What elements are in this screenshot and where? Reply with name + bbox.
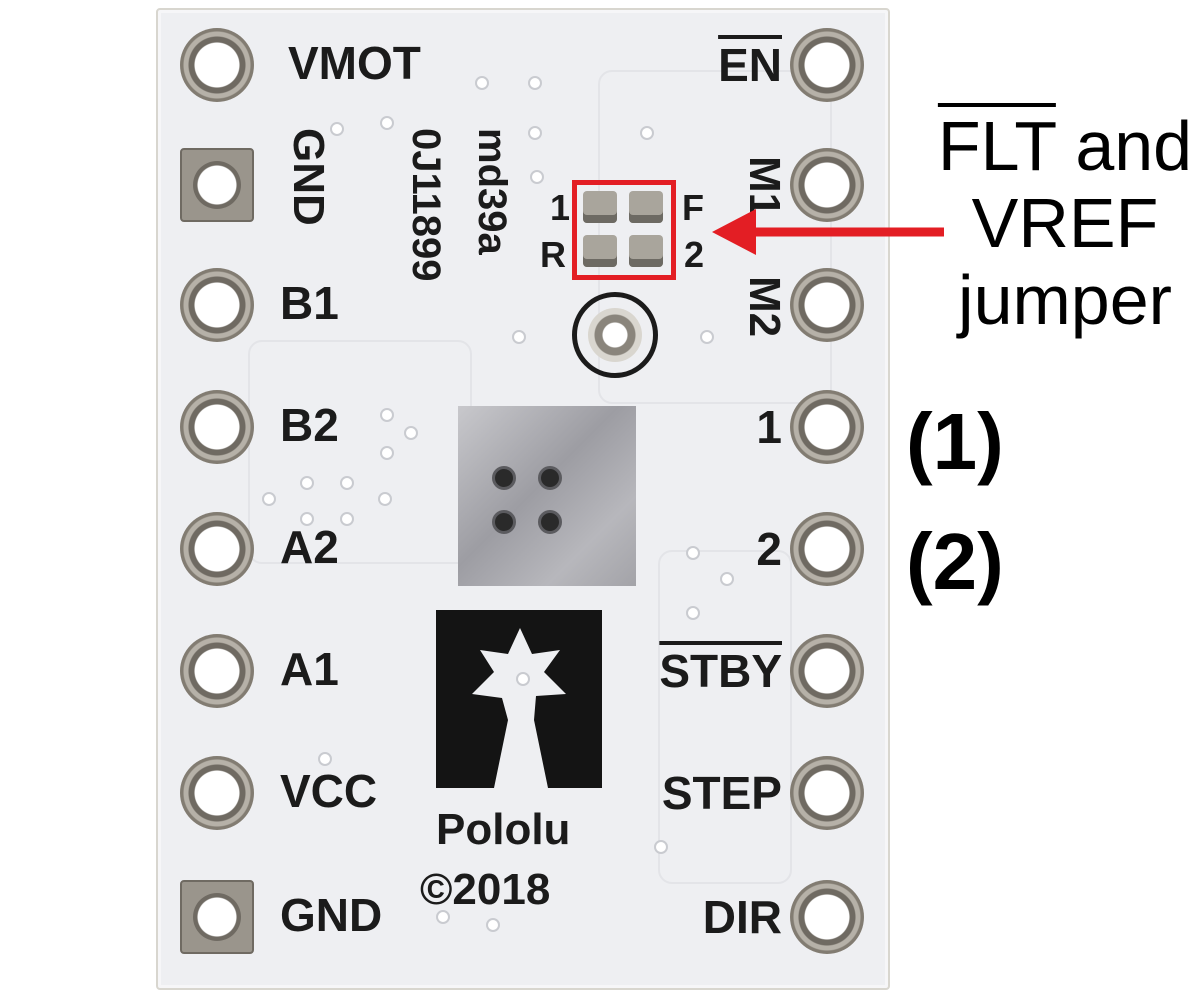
brand-label: Pololu xyxy=(436,805,571,854)
via-hole xyxy=(486,918,500,932)
via-hole xyxy=(380,408,394,422)
via-hole xyxy=(340,512,354,526)
thermal-via xyxy=(538,466,562,490)
thermal-via xyxy=(538,510,562,534)
right-pin-pad xyxy=(790,880,864,954)
left-pin-label: B2 xyxy=(280,399,339,451)
pin1-note: (1) xyxy=(906,397,1004,486)
via-hole xyxy=(654,840,668,854)
left-pin-pad xyxy=(180,148,254,222)
right-pin-label: STBY xyxy=(659,645,782,697)
via-hole xyxy=(686,546,700,560)
jumper-pad xyxy=(583,191,617,223)
via-hole xyxy=(340,476,354,490)
right-pin-pad xyxy=(790,512,864,586)
via-hole xyxy=(436,910,450,924)
left-pin-label: B1 xyxy=(280,277,339,329)
via-hole xyxy=(380,446,394,460)
right-pin-label: 1 xyxy=(756,401,782,453)
via-hole xyxy=(330,122,344,136)
left-pin-pad xyxy=(180,28,254,102)
left-pin-pad xyxy=(180,880,254,954)
right-pin-label: M2 xyxy=(740,276,789,338)
callout-arrow xyxy=(712,209,944,255)
right-pin-label: STEP xyxy=(661,767,782,819)
jumper-highlight-box xyxy=(572,180,676,280)
callout-line3: jumper xyxy=(958,261,1172,339)
callout-overline-text: FLT xyxy=(937,107,1056,185)
thermal-via xyxy=(492,466,516,490)
via-hole xyxy=(380,116,394,130)
left-pin-label: A2 xyxy=(280,521,339,573)
left-pin-label: GND xyxy=(280,889,383,941)
right-pin-pad xyxy=(790,28,864,102)
via-hole xyxy=(300,476,314,490)
via-hole xyxy=(516,672,530,686)
left-pin-pad xyxy=(180,634,254,708)
via-hole xyxy=(262,492,276,506)
right-pin-label: EN xyxy=(718,39,782,91)
pin2-note: (2) xyxy=(906,517,1004,606)
serial-number-label: 0J11899 xyxy=(404,128,448,282)
via-hole xyxy=(530,170,544,184)
thermal-via xyxy=(492,510,516,534)
via-hole xyxy=(512,330,526,344)
jumper-label-r: R xyxy=(540,234,566,275)
left-pin-label: VCC xyxy=(280,765,378,817)
left-pin-label: A1 xyxy=(280,643,339,695)
part-code-label: md39a xyxy=(470,128,514,255)
right-pin-label: 2 xyxy=(756,523,782,575)
right-pin-pad xyxy=(790,634,864,708)
jumper-pad xyxy=(629,235,663,267)
via-hole xyxy=(528,126,542,140)
mounting-hole-ring xyxy=(572,292,658,378)
right-pin-pad xyxy=(790,390,864,464)
callout-line2: VREF xyxy=(971,184,1159,262)
pololu-logo xyxy=(436,610,602,788)
jumper-callout-text: FLT and VREF jumper xyxy=(930,108,1200,339)
right-pin-pad xyxy=(790,268,864,342)
via-hole xyxy=(700,330,714,344)
jumper-pad xyxy=(583,235,617,267)
pololu-star-icon xyxy=(472,628,566,788)
jumper-label-2: 2 xyxy=(684,234,705,275)
via-hole xyxy=(318,752,332,766)
jumper-label-f: F xyxy=(682,187,704,228)
pcb-trace xyxy=(658,550,792,884)
via-hole xyxy=(475,76,489,90)
mounting-hole xyxy=(588,308,642,362)
via-hole xyxy=(640,126,654,140)
jumper-label-1: 1 xyxy=(550,187,571,228)
callout-and-text: and xyxy=(1055,107,1193,185)
left-pin-pad xyxy=(180,268,254,342)
thermal-pad xyxy=(458,406,636,586)
via-hole xyxy=(720,572,734,586)
jumper-pad xyxy=(629,191,663,223)
right-pin-label: DIR xyxy=(702,891,782,943)
left-pin-label: VMOT xyxy=(288,37,421,89)
via-hole xyxy=(528,76,542,90)
left-pin-pad xyxy=(180,756,254,830)
via-hole xyxy=(378,492,392,506)
copyright-label: ©2018 xyxy=(420,865,551,914)
left-pin-pad xyxy=(180,512,254,586)
left-pin-label: GND xyxy=(284,128,333,226)
left-pin-pad xyxy=(180,390,254,464)
via-hole xyxy=(404,426,418,440)
via-hole xyxy=(686,606,700,620)
right-pin-pad xyxy=(790,148,864,222)
via-hole xyxy=(300,512,314,526)
right-pin-pad xyxy=(790,756,864,830)
